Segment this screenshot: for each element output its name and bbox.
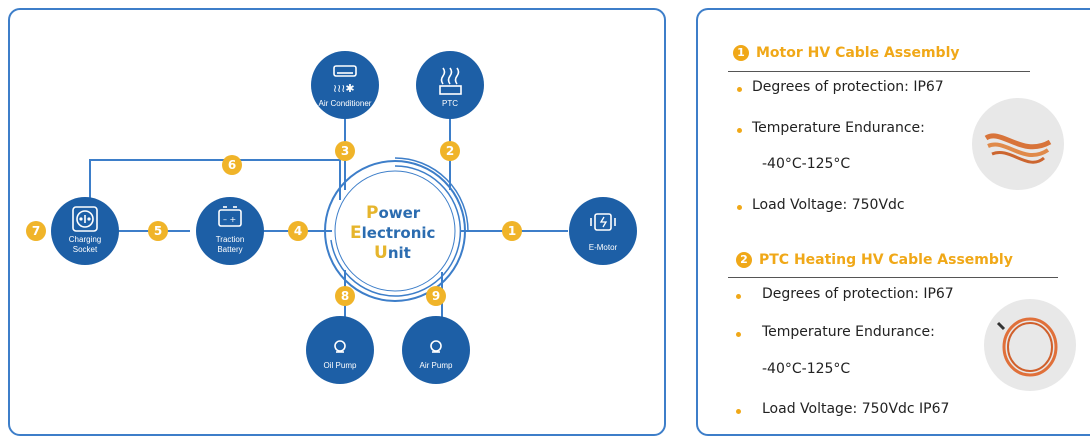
e-motor-label: E-Motor: [588, 243, 618, 252]
charging-socket-label: Charging Socket: [55, 235, 115, 255]
bullet: [737, 128, 742, 133]
section-2-title-text: PTC Heating HV Cable Assembly: [759, 252, 1013, 268]
oil-pump-icon: [334, 340, 346, 353]
badge-number: 6: [228, 158, 236, 172]
traction-battery-label-1: Traction: [215, 235, 245, 244]
section-2-spec-3: -40°C-125°C: [762, 361, 851, 377]
badge-number: 1: [508, 224, 516, 238]
motor-icon: [590, 213, 616, 231]
section-1-number: 1: [733, 45, 749, 61]
bullet: [736, 294, 741, 299]
section-1-divider: [728, 71, 1030, 72]
badge-7: 7: [26, 221, 46, 241]
e-motor-node: [569, 197, 637, 265]
badge-5: 5: [148, 221, 168, 241]
badge-number: 5: [154, 224, 162, 238]
ptc-label: PTC: [442, 99, 458, 108]
section-2-spec-4: Load Voltage: 750Vdc IP67: [762, 401, 950, 417]
bullet: [736, 332, 741, 337]
section-2-title: 2 PTC Heating HV Cable Assembly: [736, 252, 1013, 268]
badge-6: 6: [222, 155, 242, 175]
section-1-spec-2: Temperature Endurance:: [752, 120, 925, 136]
bullet: [736, 409, 741, 414]
svg-text:≀≀≀✱: ≀≀≀✱: [333, 82, 355, 95]
line-6: [89, 159, 341, 205]
traction-battery-label-2: Battery: [217, 245, 243, 254]
battery-icon: – +: [218, 206, 242, 227]
air-pump-node: [402, 316, 470, 384]
svg-text:– +: – +: [223, 215, 236, 224]
section-2-spec-1: Degrees of protection: IP67: [762, 286, 954, 302]
charging-socket-label-1: Charging: [68, 235, 102, 244]
section-2-divider: [728, 277, 1058, 278]
power-electronic-unit: [324, 157, 469, 302]
section-1-title: 1 Motor HV Cable Assembly: [733, 45, 960, 61]
badge-1: 1: [502, 221, 522, 241]
oil-pump-label: Oil Pump: [323, 361, 357, 370]
badge-number: 8: [341, 289, 349, 303]
badge-number: 2: [446, 144, 454, 158]
badge-2: 2: [440, 141, 460, 161]
air-pump-icon: [430, 340, 442, 353]
section-1-spec-4: Load Voltage: 750Vdc: [752, 197, 905, 213]
ptc-cable-image: [984, 299, 1076, 391]
motor-cable-image: [972, 98, 1064, 190]
traction-battery-label: Traction Battery: [200, 235, 260, 255]
air-conditioner-icon: ≀≀≀✱: [333, 65, 357, 95]
badge-number: 9: [432, 289, 440, 303]
socket-icon: [72, 206, 98, 232]
badge-9: 9: [426, 286, 446, 306]
section-1-spec-3: -40°C-125°C: [762, 156, 851, 172]
badge-number: 4: [294, 224, 302, 238]
connection-lines: [89, 118, 568, 318]
section-2-number: 2: [736, 252, 752, 268]
badge-number: 3: [341, 144, 349, 158]
traction-battery-node: [196, 197, 264, 265]
section-2-spec-2: Temperature Endurance:: [762, 324, 935, 340]
bullet: [737, 205, 742, 210]
section-1-title-text: Motor HV Cable Assembly: [756, 45, 960, 61]
oil-pump-node: [306, 316, 374, 384]
badge-number: 7: [32, 224, 40, 238]
pu-line-2: Electronic: [350, 223, 436, 243]
section-1-spec-1: Degrees of protection: IP67: [752, 79, 944, 95]
air-conditioner-label: Air Conditioner: [318, 99, 372, 108]
air-pump-label: Air Pump: [419, 361, 453, 370]
nodes: [51, 51, 637, 384]
charging-socket-label-2: Socket: [72, 245, 98, 254]
badge-3: 3: [335, 141, 355, 161]
heater-icon: [439, 67, 462, 95]
bullet: [737, 87, 742, 92]
air-conditioner-node: [311, 51, 379, 119]
badges: 1 2 3 4 5 6 7 8 9: [26, 141, 522, 306]
pu-line-3: Unit: [374, 243, 411, 263]
badge-4: 4: [288, 221, 308, 241]
pu-line-1: Power: [366, 203, 421, 223]
badge-8: 8: [335, 286, 355, 306]
ptc-node: [416, 51, 484, 119]
